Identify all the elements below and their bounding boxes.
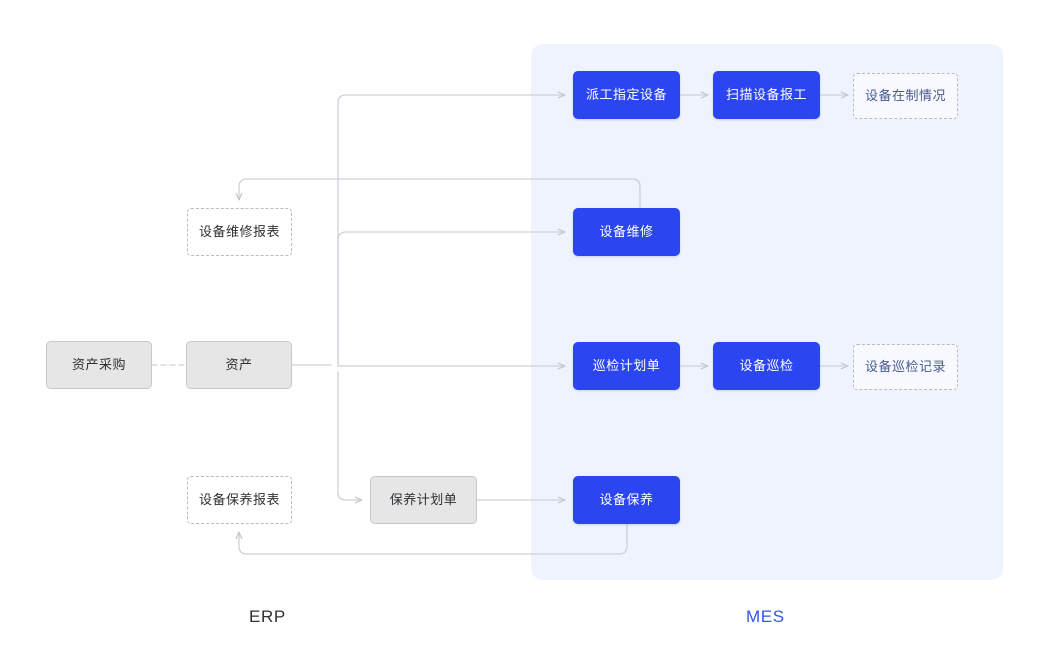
node-device-inspection[interactable]: 设备巡检 [713,342,820,390]
node-label: 设备维修 [599,223,654,239]
node-dispatch-device[interactable]: 派工指定设备 [573,71,680,119]
node-label: 设备保养 [599,491,654,507]
node-label: 设备巡检 [739,357,794,373]
node-label: 派工指定设备 [585,86,667,102]
edge-asset-maintplan [337,371,363,504]
node-maintenance-report[interactable]: 设备保养报表 [187,476,292,524]
node-label: 设备保养报表 [198,491,280,507]
node-asset-purchase[interactable]: 资产采购 [46,341,152,389]
node-label: 扫描设备报工 [725,86,807,102]
node-asset[interactable]: 资产 [186,341,292,389]
node-label: 设备巡检记录 [864,358,946,374]
node-label: 设备维修报表 [198,223,280,239]
node-device-repair[interactable]: 设备维修 [573,208,680,256]
node-device-maintenance[interactable]: 设备保养 [573,476,680,524]
node-label: 保养计划单 [389,491,458,507]
zone-label-mes: MES [746,607,785,626]
node-scan-device-report[interactable]: 扫描设备报工 [713,71,820,119]
node-label: 设备在制情况 [864,87,946,103]
node-label: 巡检计划单 [592,357,661,373]
node-maintenance-plan[interactable]: 保养计划单 [370,476,477,524]
node-inspection-record[interactable]: 设备巡检记录 [853,344,958,390]
node-label: 资产采购 [71,356,126,372]
zone-label-erp: ERP [249,607,286,626]
node-label: 资产 [225,356,253,372]
node-wip-status[interactable]: 设备在制情况 [853,73,958,119]
node-repair-report[interactable]: 设备维修报表 [187,208,292,256]
node-inspection-plan[interactable]: 巡检计划单 [573,342,680,390]
